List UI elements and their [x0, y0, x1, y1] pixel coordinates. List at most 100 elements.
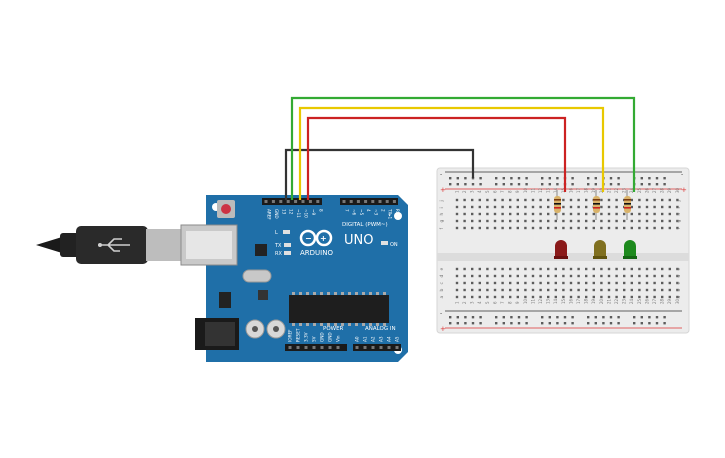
breadboard-hole[interactable]: [668, 295, 671, 299]
header-pin[interactable]: [364, 200, 368, 203]
breadboard-hole[interactable]: [539, 295, 542, 299]
breadboard-hole[interactable]: [585, 274, 588, 278]
breadboard-hole[interactable]: [493, 274, 497, 278]
top-header-pins[interactable]: [264, 200, 396, 203]
breadboard-hole[interactable]: [623, 226, 626, 230]
rail-hole[interactable]: [556, 183, 559, 186]
breadboard-hole[interactable]: [531, 226, 535, 230]
breadboard-hole[interactable]: [592, 219, 595, 223]
breadboard-hole[interactable]: [569, 267, 573, 271]
rail-hole[interactable]: [563, 322, 567, 325]
rail-hole[interactable]: [587, 177, 590, 180]
breadboard-hole[interactable]: [661, 198, 664, 202]
breadboard-hole[interactable]: [562, 288, 565, 292]
rail-hole[interactable]: [571, 316, 574, 319]
breadboard-hole[interactable]: [516, 212, 519, 216]
rail-hole[interactable]: [510, 316, 513, 319]
rail-hole[interactable]: [571, 177, 574, 180]
rail-hole[interactable]: [464, 322, 467, 325]
rail-hole[interactable]: [541, 322, 544, 325]
breadboard-hole[interactable]: [645, 226, 649, 230]
breadboard-hole[interactable]: [623, 281, 626, 285]
breadboard-hole[interactable]: [668, 288, 671, 292]
breadboard-hole[interactable]: [615, 274, 618, 278]
breadboard-hole[interactable]: [645, 219, 649, 223]
resistor-2[interactable]: [593, 190, 600, 220]
breadboard-hole[interactable]: [668, 267, 671, 271]
breadboard-hole[interactable]: [554, 267, 557, 271]
breadboard-hole[interactable]: [509, 205, 512, 209]
resistors[interactable]: [554, 190, 631, 220]
breadboard-hole[interactable]: [539, 267, 542, 271]
rail-hole[interactable]: [541, 177, 544, 180]
breadboard-hole[interactable]: [501, 288, 504, 292]
breadboard-hole[interactable]: [668, 212, 671, 216]
breadboard-hole[interactable]: [562, 198, 565, 202]
breadboard-hole[interactable]: [455, 212, 459, 216]
breadboard-hole[interactable]: [607, 288, 611, 292]
breadboard-hole[interactable]: [493, 205, 497, 209]
breadboard-hole[interactable]: [577, 219, 580, 223]
breadboard-hole[interactable]: [585, 219, 588, 223]
breadboard-hole[interactable]: [478, 288, 481, 292]
rail-hole[interactable]: [449, 183, 452, 186]
breadboard-hole[interactable]: [623, 219, 626, 223]
breadboard-hole[interactable]: [676, 295, 679, 299]
breadboard-hole[interactable]: [653, 295, 656, 299]
breadboard-hole[interactable]: [524, 267, 527, 271]
breadboard-hole[interactable]: [524, 295, 527, 299]
breadboard-hole[interactable]: [600, 198, 603, 202]
breadboard-hole[interactable]: [501, 198, 504, 202]
header-pin[interactable]: [387, 346, 391, 349]
header-pin[interactable]: [371, 200, 375, 203]
header-pin[interactable]: [288, 346, 292, 349]
breadboard-hole[interactable]: [516, 295, 519, 299]
breadboard-hole[interactable]: [661, 205, 664, 209]
breadboard-hole[interactable]: [516, 281, 519, 285]
rail-hole[interactable]: [464, 183, 467, 186]
header-pin[interactable]: [363, 346, 367, 349]
breadboard-hole[interactable]: [486, 205, 489, 209]
breadboard-hole[interactable]: [562, 274, 565, 278]
rail-hole[interactable]: [609, 322, 613, 325]
breadboard-hole[interactable]: [486, 274, 489, 278]
breadboard-hole[interactable]: [524, 274, 527, 278]
breadboard-hole[interactable]: [615, 205, 618, 209]
rail-hole[interactable]: [479, 183, 482, 186]
rail-hole[interactable]: [587, 316, 590, 319]
rail-hole[interactable]: [495, 177, 498, 180]
rail-hole[interactable]: [548, 316, 551, 319]
rail-hole[interactable]: [502, 322, 505, 325]
rail-hole[interactable]: [563, 316, 567, 319]
breadboard-hole[interactable]: [486, 267, 489, 271]
breadboard-hole[interactable]: [569, 295, 573, 299]
resistor-1[interactable]: [554, 190, 561, 220]
rail-hole[interactable]: [471, 177, 475, 180]
breadboard-hole[interactable]: [463, 198, 466, 202]
breadboard-hole[interactable]: [615, 288, 618, 292]
breadboard-hole[interactable]: [645, 295, 649, 299]
breadboard-hole[interactable]: [463, 212, 466, 216]
header-pin[interactable]: [312, 346, 316, 349]
breadboard-hole[interactable]: [539, 198, 542, 202]
breadboard-hole[interactable]: [501, 226, 504, 230]
breadboard-hole[interactable]: [471, 288, 474, 292]
rail-hole[interactable]: [479, 316, 482, 319]
breadboard-hole[interactable]: [592, 267, 595, 271]
breadboard-hole[interactable]: [531, 198, 535, 202]
rail-hole[interactable]: [464, 177, 467, 180]
breadboard-hole[interactable]: [653, 212, 656, 216]
breadboard-hole[interactable]: [486, 212, 489, 216]
breadboard-hole[interactable]: [524, 288, 527, 292]
breadboard-hole[interactable]: [630, 274, 633, 278]
breadboard-hole[interactable]: [615, 267, 618, 271]
breadboard-hole[interactable]: [493, 198, 497, 202]
breadboard-hole[interactable]: [661, 226, 664, 230]
rail-hole[interactable]: [517, 316, 521, 319]
breadboard-hole[interactable]: [539, 274, 542, 278]
header-pin[interactable]: [379, 346, 383, 349]
breadboard-hole[interactable]: [524, 198, 527, 202]
wire-green-pin13[interactable]: [290, 96, 636, 200]
header-pin[interactable]: [392, 200, 396, 203]
breadboard-hole[interactable]: [577, 274, 580, 278]
